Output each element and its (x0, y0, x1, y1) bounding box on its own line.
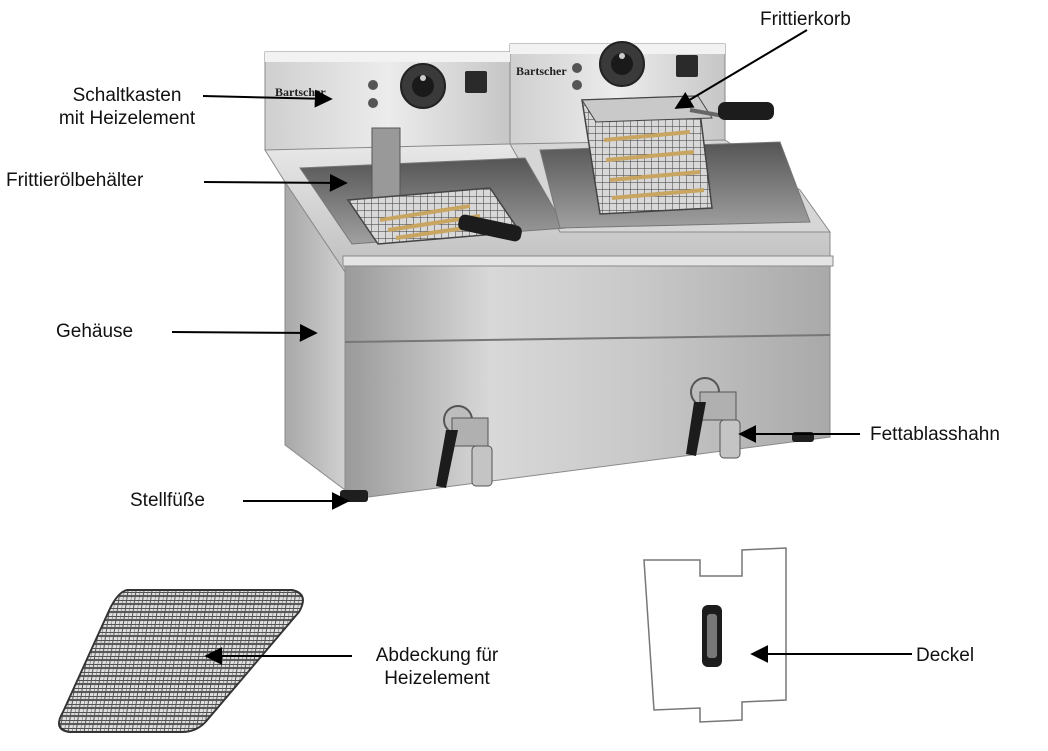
heating-element-cover (58, 589, 304, 733)
label-gehaeuse: Gehäuse (56, 321, 134, 342)
label-schaltkasten: Schaltkasten mit Heizelement (52, 84, 202, 130)
arrow-frittierkorb (674, 29, 808, 109)
thermostat-knob-icon[interactable] (400, 63, 446, 109)
label-fettablasshahn: Fettablasshahn (870, 424, 1000, 445)
indicator-light-icon (572, 80, 582, 90)
callout-arrows (171, 29, 912, 665)
label-abdeckung-line2: Heizelement (384, 668, 490, 689)
drain-tap-left[interactable] (436, 405, 493, 488)
indicator-light-icon (368, 98, 378, 108)
power-switch-icon[interactable] (465, 71, 487, 93)
power-switch-icon[interactable] (676, 55, 698, 77)
label-frittieroelbehaelter: Frittierölbehälter (6, 170, 144, 191)
brand-logo-left: Bartscher (275, 85, 326, 99)
basket-handle-icon[interactable] (457, 214, 523, 243)
label-schaltkasten-line1: Schaltkasten (72, 85, 182, 106)
label-frittierkorb: Frittierkorb (760, 9, 851, 30)
basket-handle-icon[interactable] (718, 102, 774, 120)
arrow-gehaeuse (171, 323, 318, 342)
label-deckel: Deckel (916, 645, 975, 666)
thermostat-knob-icon[interactable] (599, 41, 645, 87)
label-abdeckung: Abdeckung für Heizelement (354, 644, 520, 690)
label-schaltkasten-line2: mit Heizelement (58, 108, 196, 129)
brand-logo-right: Bartscher (516, 64, 567, 78)
drain-tap-right[interactable] (686, 377, 741, 459)
label-abdeckung-line1: Abdeckung für (375, 645, 499, 666)
label-stellfuesse: Stellfüße (130, 490, 205, 511)
lid (643, 547, 787, 723)
indicator-light-icon (572, 63, 582, 73)
indicator-light-icon (368, 80, 378, 90)
frying-basket-left (346, 127, 523, 245)
arrow-schaltkasten (202, 89, 333, 108)
arrow-frittieroelbehaelter (203, 173, 348, 192)
